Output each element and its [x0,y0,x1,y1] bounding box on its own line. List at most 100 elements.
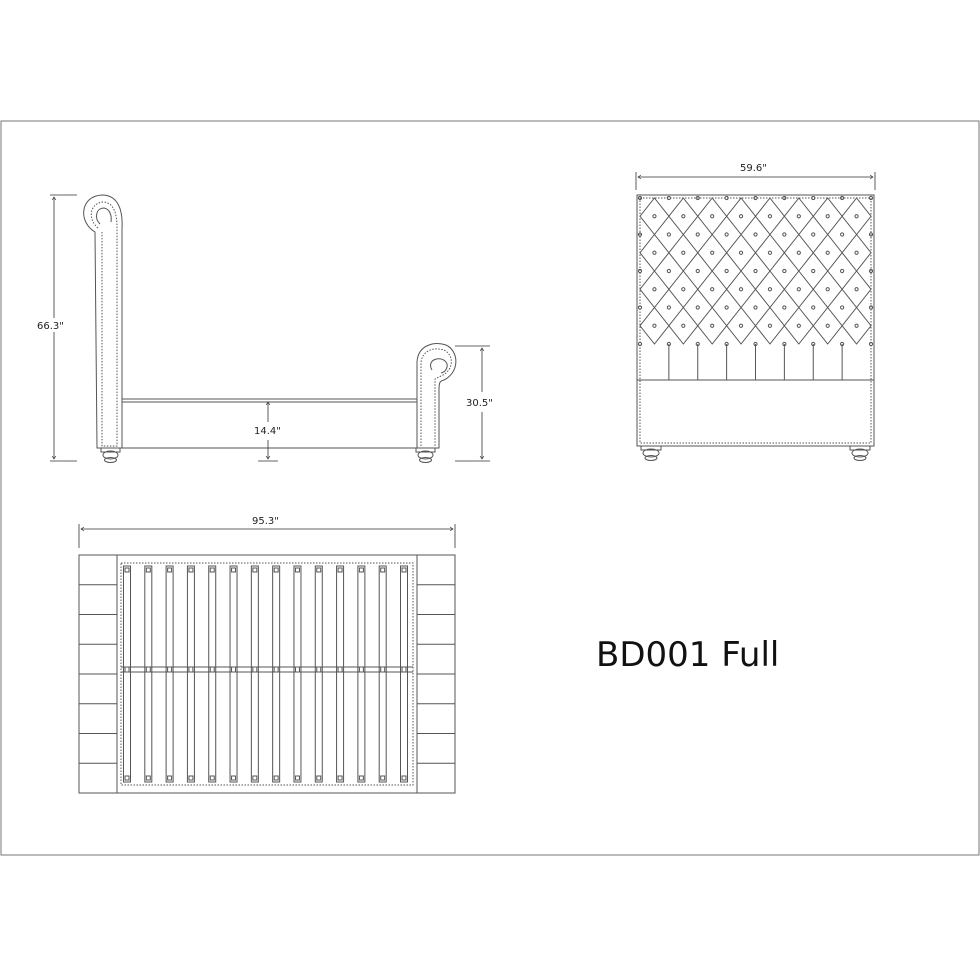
tuft-button [782,195,787,201]
tuft-diamond [841,270,872,309]
slat-clip [124,666,130,673]
tuft-button [637,305,643,310]
front-headboard [636,194,875,447]
tuft-diamond [725,270,757,309]
slat-clip [316,567,322,573]
slat-clip [167,775,173,781]
tuft-button [738,323,744,328]
tuft-button [840,305,845,310]
tuft-button [666,195,671,201]
tuft-button [868,232,874,237]
tuft-button [724,232,729,237]
tuft-button [854,214,859,219]
tuft-button [652,287,657,292]
tuft-button [637,195,643,201]
tuft-button [767,287,773,292]
side-view [83,194,457,463]
tuft-button [854,323,859,328]
width-label: 59.6" [740,163,767,174]
tuft-diamond [668,197,699,236]
slat [123,565,131,783]
tuft-button [868,341,874,347]
tuft-button [868,268,874,274]
tuft-button [782,232,787,237]
tuft-diamond [812,306,843,345]
tuft-button [710,214,715,219]
rail-height-label: 14.4" [254,426,281,437]
tuft-button [666,268,671,274]
tuft-diamond [812,270,843,309]
tuft-diamond [697,306,728,345]
slat-clip [167,567,173,573]
tuft-button [753,305,758,310]
tuft-diamond [639,233,670,272]
tuft-diamond [697,270,728,309]
slat-clip [231,775,237,781]
tuft-button [840,195,845,201]
footboard-height-label: 30.5" [466,398,493,409]
tuft-diamond [841,197,872,236]
tuft-button [782,268,787,274]
tuft-button [738,250,744,255]
tuft-button [724,195,729,201]
tuft-diamond [754,270,786,309]
top-view-dimensions [78,524,456,548]
slat [229,565,238,783]
side-rail [121,398,418,449]
tuft-diamond [783,197,814,236]
side-feet [100,447,436,463]
slat-clip [209,666,215,673]
slat-clip [252,775,258,781]
slat [186,565,195,783]
tuft-button [637,232,643,237]
slat [378,565,387,783]
slat-clip [294,567,300,573]
side-footboard [416,343,457,449]
tuft-button [681,250,686,255]
overall-height-label: 66.3" [37,321,64,332]
tuft-button [811,268,816,274]
length-label: 95.3" [252,516,279,527]
slat-clip [188,666,194,673]
tuft-diamond [841,233,872,272]
tuft-button [825,323,830,328]
tuft-button [652,214,657,219]
slat-clip [188,567,194,573]
slat [293,565,302,783]
tuft-button [767,214,773,219]
tuft-button [724,268,729,274]
tuft-button [738,214,744,219]
tuft-button [825,287,830,292]
tuft-diamond [783,270,814,309]
tuft-button [767,323,773,328]
tuft-diamond [668,270,699,309]
tuft-diamond [783,306,814,345]
tuft-button [666,232,671,237]
tuft-button [666,305,671,310]
tuft-diamond [841,306,872,345]
tuft-button [840,268,845,274]
slat-clip [358,775,364,781]
tuft-button [796,287,801,292]
slat-clip [273,775,279,781]
slat-clip [358,666,364,673]
slat [165,565,174,783]
tuft-button [796,250,801,255]
tuft-diamond [725,306,757,345]
tuft-button [738,287,744,292]
slat [208,565,217,783]
slat-clip [316,775,322,781]
tuft-diamond [812,233,843,272]
end-channels [79,584,455,764]
tuft-button [724,305,729,310]
slat-clip [273,567,279,573]
slat-clip [209,567,215,573]
tuft-button [753,232,758,237]
tufted-panel [637,195,874,347]
tuft-diamond [725,233,757,272]
tuft-button [695,195,700,201]
front-view-dimensions [635,172,876,190]
tuft-button [710,323,715,328]
slats [123,565,408,783]
